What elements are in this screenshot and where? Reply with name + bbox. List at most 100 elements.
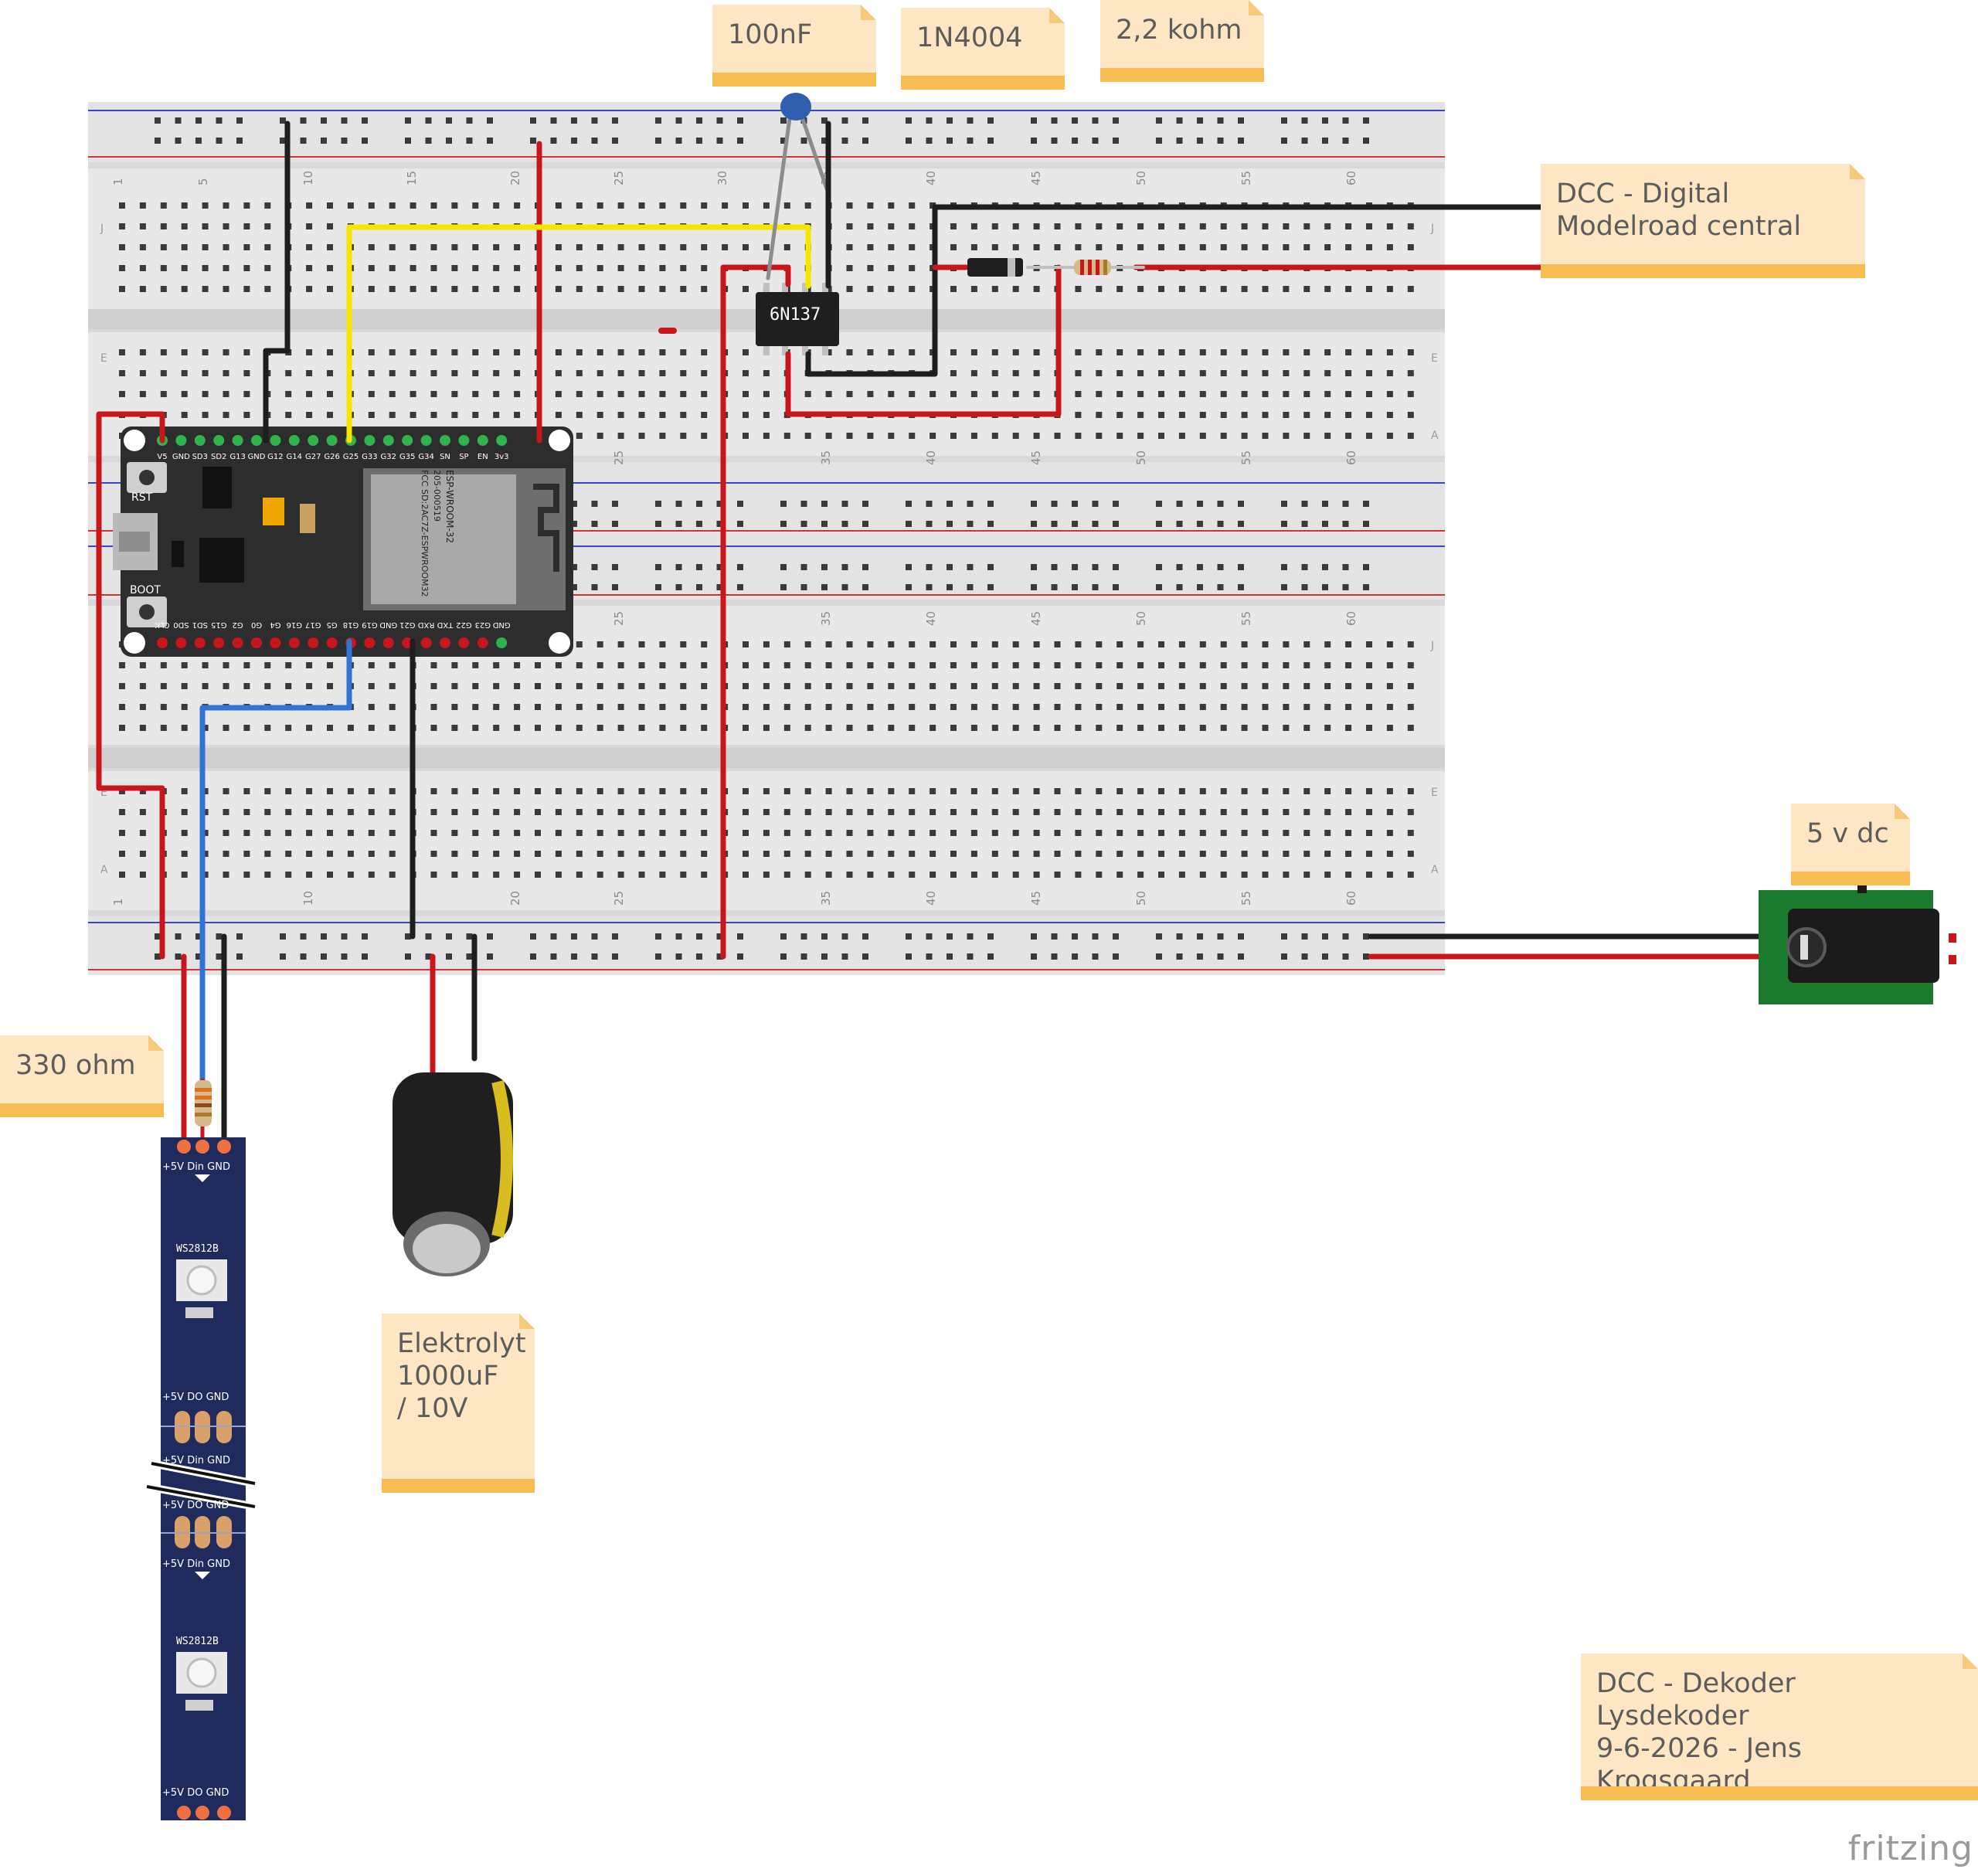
led-chip-label: WS2812B — [176, 1243, 219, 1255]
breadboard-hole — [493, 244, 500, 250]
breadboard-hole — [659, 788, 666, 794]
note-resistor-2k2[interactable]: 2,2 kohm — [1100, 0, 1264, 82]
breadboard-hole — [285, 830, 292, 836]
breadboard-hole — [675, 564, 682, 570]
optocoupler-6n137[interactable]: 6N137 — [756, 283, 839, 355]
breadboard-hole — [285, 391, 292, 397]
breadboard-hole — [737, 564, 743, 570]
breadboard-hole — [1096, 286, 1103, 292]
breadboard-hole — [804, 683, 811, 689]
breadboard-hole — [1054, 788, 1061, 794]
dc-jack-5v[interactable] — [1759, 885, 1956, 1004]
breadboard-hole — [1072, 953, 1078, 960]
breadboard-hole — [555, 244, 562, 250]
breadboard-hole — [327, 286, 333, 292]
breadboard-hole — [264, 683, 271, 689]
breadboard-hole — [181, 683, 188, 689]
breadboard-hole — [617, 872, 624, 878]
breadboard-hole — [1386, 370, 1393, 376]
breadboard-hole — [1342, 138, 1349, 144]
breadboard-hole — [576, 202, 583, 209]
note-electrolytic[interactable]: Elektrolyt 1000uF / 10V — [382, 1314, 535, 1493]
breadboard-hole — [223, 788, 229, 794]
breadboard-hole — [696, 138, 702, 144]
breadboard-hole — [327, 725, 333, 731]
breadboard-hole — [1342, 564, 1349, 570]
diode-1n4004[interactable] — [967, 258, 1023, 277]
esp32-pin-label: G25 — [343, 453, 359, 461]
capacitor-100nf[interactable] — [780, 93, 811, 121]
breadboard-hole — [1137, 223, 1144, 229]
breadboard-hole — [1116, 683, 1123, 689]
wire-v5[interactable] — [96, 411, 165, 960]
breadboard-hole — [243, 244, 250, 250]
breadboard-hole — [1303, 830, 1310, 836]
col-number: 1 — [111, 898, 125, 906]
breadboard-hole — [223, 830, 229, 836]
breadboard-hole — [987, 564, 994, 570]
breadboard-hole — [1283, 809, 1290, 815]
note-power-5v[interactable]: 5 v dc — [1791, 804, 1910, 885]
breadboard-hole — [1197, 564, 1203, 570]
breadboard-hole — [696, 564, 702, 570]
breadboard-hole — [780, 117, 787, 124]
breadboard-hole — [659, 286, 666, 292]
breadboard-hole — [1137, 704, 1144, 710]
breadboard-hole — [514, 851, 521, 857]
breadboard-hole — [617, 433, 624, 439]
breadboard-hole — [888, 223, 895, 229]
esp32-pin — [270, 637, 281, 648]
ws2812b-led-strip[interactable]: +5V Din GND WS2812B +5V DO GND +5V Din G… — [146, 1137, 256, 1820]
breadboard-hole — [1075, 223, 1082, 229]
breadboard-hole — [1262, 412, 1269, 418]
breadboard-hole — [888, 244, 895, 250]
esp32-devkit[interactable]: RST BOOT ESP-WROOM-32 205-000519 FCC SD:… — [113, 427, 573, 657]
breadboard-hole — [800, 138, 807, 144]
breadboard-hole — [202, 725, 209, 731]
wire-data[interactable] — [199, 638, 352, 1083]
breadboard-hole — [1075, 391, 1082, 397]
breadboard-hole — [1158, 872, 1164, 878]
electrolytic-capacitor[interactable] — [393, 1072, 513, 1276]
breadboard-hole — [216, 138, 223, 144]
wire-gnd-top[interactable] — [263, 121, 291, 444]
breadboard-hole — [362, 953, 368, 960]
breadboard-hole — [451, 788, 458, 794]
breadboard-hole — [617, 202, 624, 209]
note-dcc-input[interactable]: DCC - Digital Modelroad central — [1541, 164, 1865, 278]
wire-g26[interactable] — [346, 224, 811, 444]
breadboard-hole — [804, 788, 811, 794]
led-chip-label: WS2812B — [176, 1636, 219, 1647]
breadboard-hole — [306, 391, 313, 397]
breadboard-hole — [783, 683, 790, 689]
wire-opto-resistor[interactable] — [785, 264, 1062, 417]
resistor-330[interactable] — [195, 1080, 212, 1127]
note-resistor-330[interactable]: 330 ohm — [0, 1035, 164, 1117]
breadboard-hole — [493, 286, 500, 292]
breadboard-hole — [306, 286, 313, 292]
breadboard-hole — [306, 830, 313, 836]
breadboard-hole — [306, 370, 313, 376]
note-title-block[interactable]: DCC - Dekoder Lysdekoder 9-6-2026 - Jens… — [1581, 1653, 1978, 1800]
breadboard-hole — [1303, 851, 1310, 857]
breadboard-hole — [285, 683, 292, 689]
breadboard-hole — [1012, 788, 1019, 794]
breadboard-hole — [285, 851, 292, 857]
breadboard-hole — [1113, 953, 1119, 960]
col-number: 10 — [301, 891, 315, 906]
breadboard-hole — [1241, 683, 1248, 689]
breadboard-hole — [1322, 953, 1328, 960]
breadboard-hole — [576, 809, 583, 815]
note-capacitor-100nf[interactable]: 100nF — [712, 5, 876, 87]
breadboard-hole — [119, 683, 125, 689]
wire-5v-opto[interactable] — [720, 264, 791, 960]
breadboard-hole — [119, 725, 125, 731]
wire-dcc-a[interactable] — [805, 204, 1545, 377]
breadboard-hole — [675, 953, 682, 960]
breadboard-hole — [1283, 370, 1290, 376]
breadboard-hole — [1031, 138, 1037, 144]
breadboard-hole — [1324, 433, 1331, 439]
breadboard-hole — [1262, 244, 1269, 250]
resistor-2k2[interactable] — [1074, 260, 1111, 275]
note-diode-1n4004[interactable]: 1N4004 — [901, 8, 1065, 90]
